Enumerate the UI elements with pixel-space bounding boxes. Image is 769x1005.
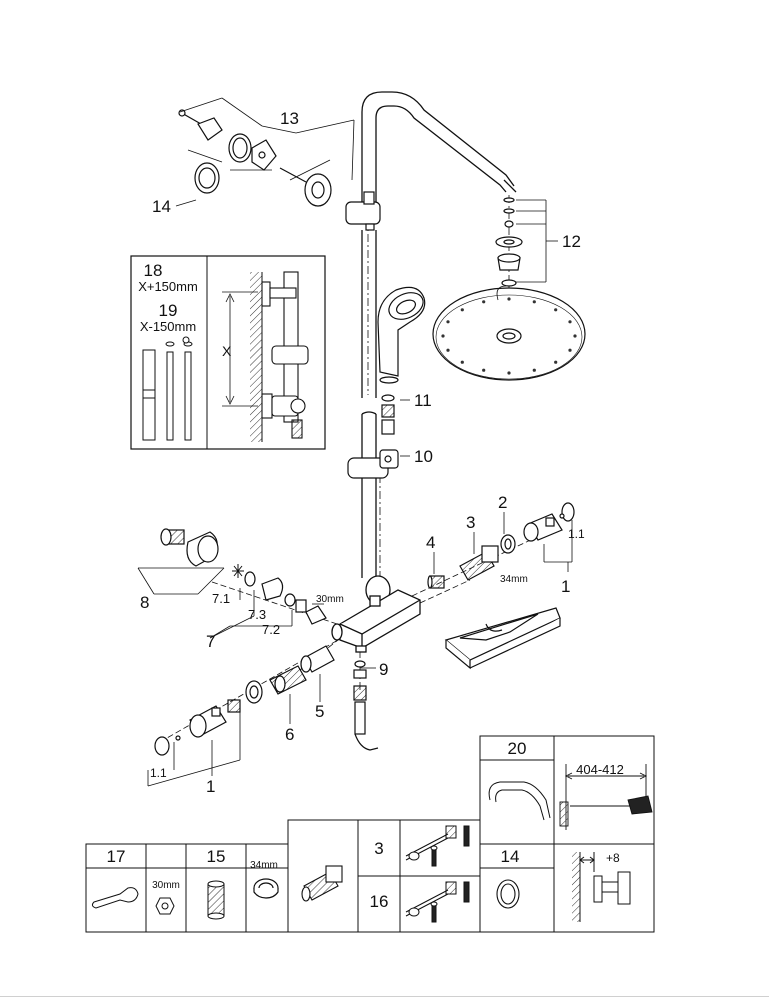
spare-parts-table	[85, 735, 655, 933]
callout-30mm: 30mm	[316, 594, 344, 605]
part-17-size: 30mm	[152, 880, 180, 891]
callout-8: 8	[140, 593, 149, 612]
part-20-dimension-label: 404-412	[576, 762, 624, 777]
shelf-tray	[444, 607, 561, 670]
ext-box-18: 18	[144, 261, 163, 280]
callout-1-1-right: 1.1	[568, 527, 585, 541]
part-14-mounting-icon	[572, 852, 631, 922]
nozzle-dot	[446, 320, 450, 324]
table-part-16: 16	[370, 892, 389, 911]
thermostat-body	[331, 575, 421, 653]
ext-box-19-size: X-150mm	[140, 319, 196, 334]
callout-10: 10	[414, 447, 433, 466]
ext-box-x-label: X	[222, 343, 232, 359]
nozzle-dot	[568, 320, 572, 324]
part-17-wrench-icon	[91, 887, 139, 909]
nozzle-dot	[482, 368, 486, 372]
nozzle-dot	[441, 334, 445, 338]
callout-1-1-left: 1.1	[150, 766, 167, 780]
hose-nut-11	[381, 394, 395, 435]
ext-box-18-size: X+150mm	[138, 279, 198, 294]
callout-4: 4	[426, 533, 435, 552]
part-3-cartridge-set-icon	[405, 825, 470, 867]
callout-7-1: 7.1	[212, 591, 230, 606]
right-connection-parts	[427, 502, 575, 589]
nozzle-dot	[460, 360, 464, 364]
hand-shower	[377, 286, 426, 384]
table-part-20: 20	[508, 739, 527, 758]
callout-9: 9	[379, 660, 388, 679]
head-shower	[432, 197, 586, 381]
callout-6: 6	[285, 725, 294, 744]
callout-13-leaders	[175, 97, 355, 207]
callout-12-leaders	[496, 199, 558, 301]
table-part-3: 3	[374, 839, 383, 858]
left-connection-parts	[154, 528, 335, 756]
callout-1-right: 1	[561, 577, 570, 596]
callout-7-3: 7.3	[248, 607, 266, 622]
callout-1-left: 1	[206, 777, 215, 796]
nozzle-dot	[460, 308, 464, 312]
nozzle-dot	[568, 348, 572, 352]
callout-34mm-right: 34mm	[500, 574, 528, 585]
part-14-offset-label: +8	[606, 851, 620, 865]
callout-11: 11	[414, 391, 432, 410]
nozzle-dot	[532, 300, 536, 304]
table-part-14: 14	[501, 847, 520, 866]
part-15-ring-icon	[253, 878, 279, 899]
part-15-filter-icon	[207, 880, 225, 920]
page-bottom-rule	[0, 996, 769, 997]
hose-connector-9	[353, 660, 379, 751]
ext-box-19: 19	[159, 301, 178, 320]
part-15-size: 34mm	[250, 860, 278, 871]
callout-7-2: 7.2	[262, 622, 280, 637]
callout-3: 3	[466, 513, 475, 532]
shower-arm	[361, 91, 517, 218]
slider-10	[347, 449, 399, 479]
slide-rail	[361, 230, 377, 578]
extension-box	[130, 255, 326, 450]
part-20-arm-icon	[488, 781, 551, 821]
nozzle-dot	[507, 371, 511, 375]
part-16-cartridge-set-icon	[405, 881, 470, 923]
nozzle-dot	[532, 368, 536, 372]
part-17-nut-icon	[155, 897, 175, 915]
nozzle-dot	[554, 360, 558, 364]
table-part-15: 15	[207, 847, 226, 866]
left-callout-leaders	[137, 567, 376, 787]
nozzle-dot	[554, 308, 558, 312]
nozzle-dot	[507, 297, 511, 301]
callout-7: 7	[206, 632, 215, 651]
callout-13: 13	[280, 109, 299, 128]
callout-2: 2	[498, 493, 507, 512]
part-3-cartridge-large-icon	[301, 865, 343, 902]
nozzle-dot	[573, 334, 577, 338]
nozzle-dot	[482, 300, 486, 304]
callout-12: 12	[562, 232, 581, 251]
nozzle-dot	[446, 348, 450, 352]
wall-bracket-assembly	[178, 109, 381, 231]
head-shower-dots	[441, 297, 577, 375]
part-20-dimension	[559, 764, 653, 830]
part-14-ring-icon	[496, 879, 520, 909]
callout-14: 14	[152, 197, 171, 216]
callout-5: 5	[315, 702, 324, 721]
right-callout-leaders	[433, 512, 573, 574]
table-part-17: 17	[107, 847, 126, 866]
